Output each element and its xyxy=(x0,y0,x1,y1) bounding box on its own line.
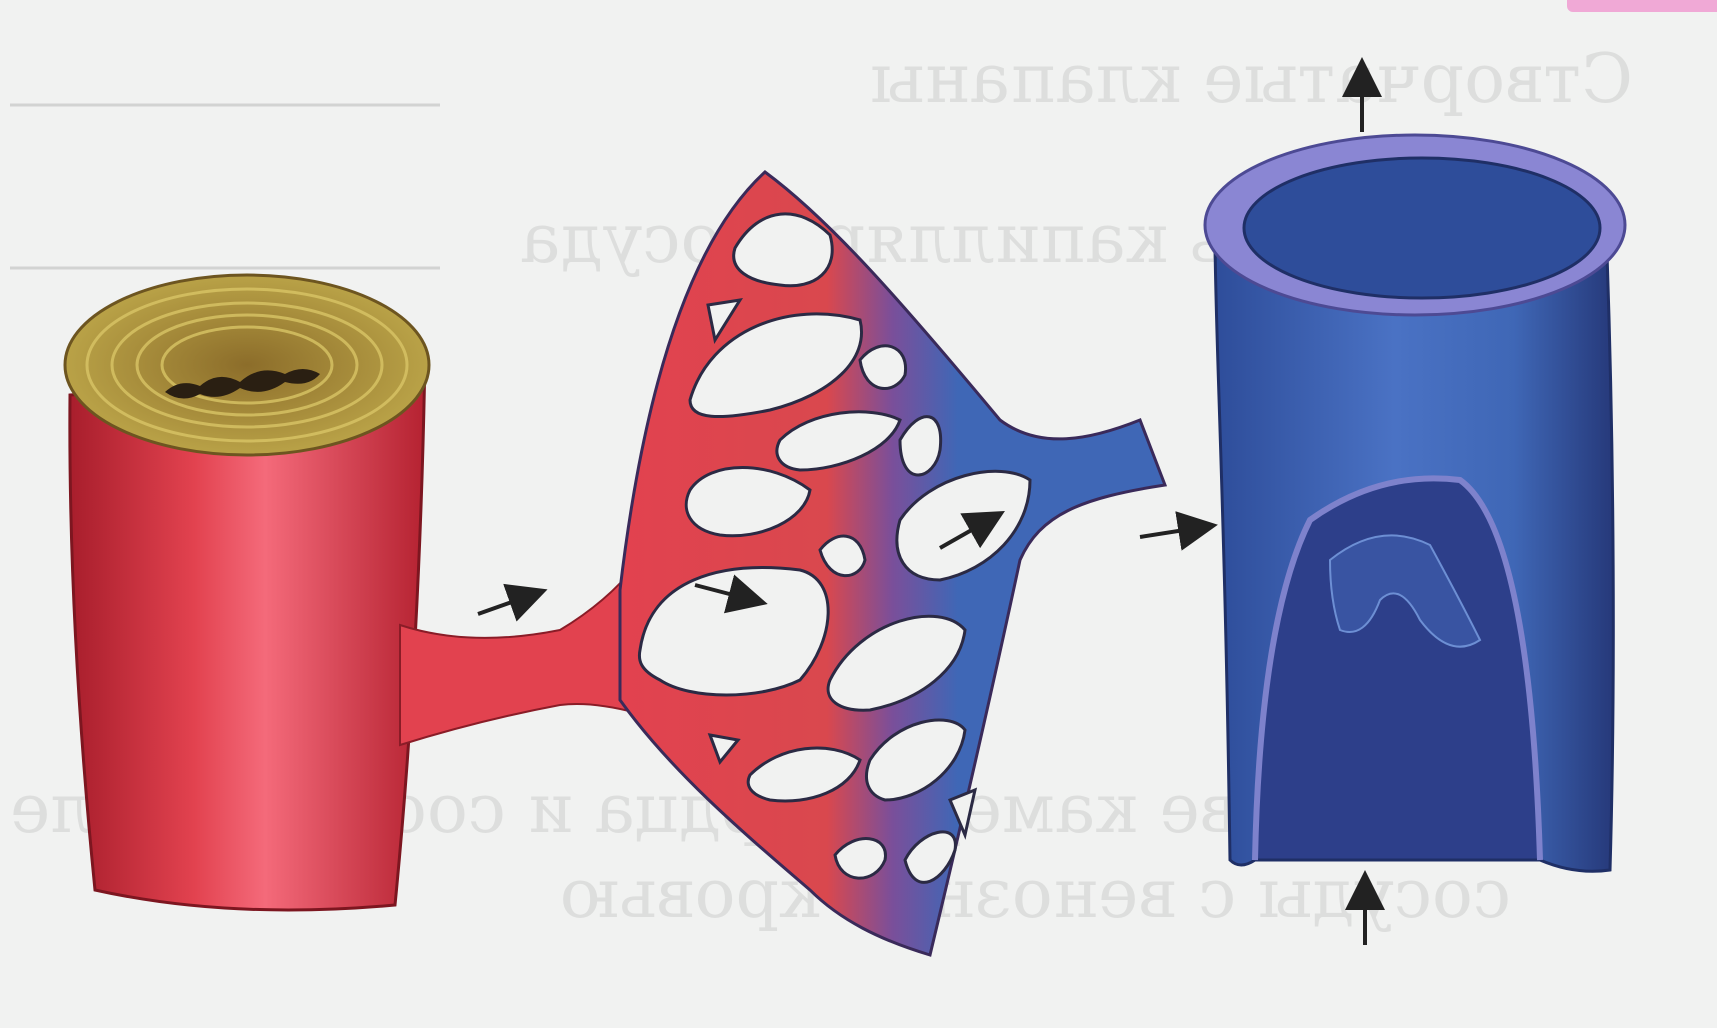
bleed-through-rules xyxy=(10,105,440,268)
arrow-into-vein xyxy=(1140,526,1210,537)
arrow-into-capillaries xyxy=(478,592,540,614)
capillary-bed xyxy=(620,172,1165,955)
vein-lumen xyxy=(1244,158,1600,298)
capillary-network xyxy=(620,172,1165,955)
artery xyxy=(65,275,660,910)
vein xyxy=(1205,135,1625,871)
